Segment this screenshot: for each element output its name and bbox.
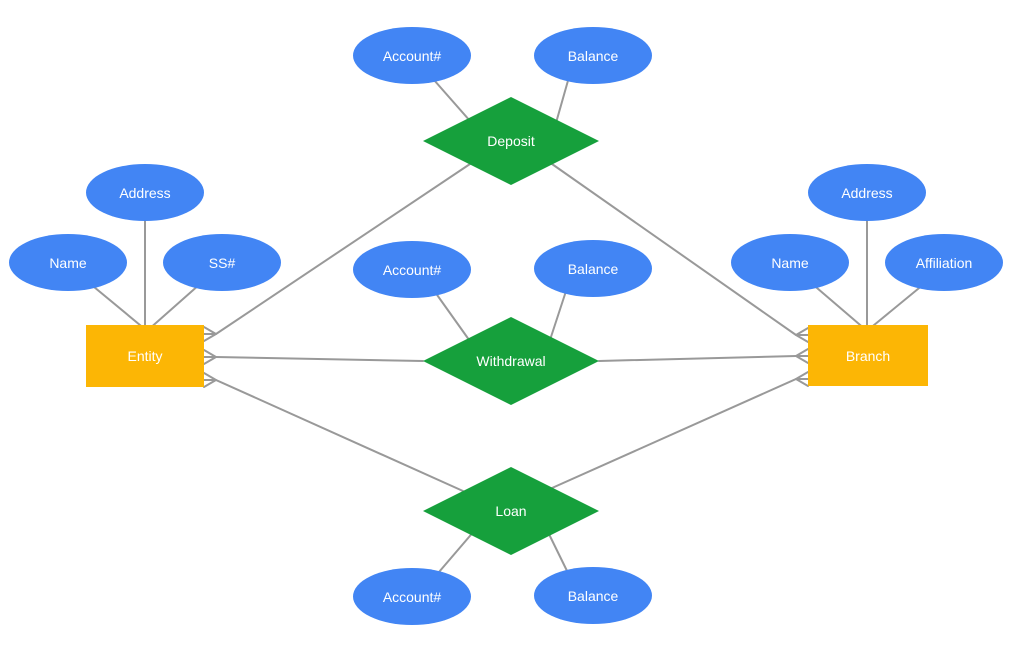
crow-foot-loan-entity <box>203 372 217 388</box>
attribute-branch-affiliation[interactable]: Affiliation <box>885 234 1003 291</box>
attribute-branch-address[interactable]: Address <box>808 164 926 221</box>
attribute-branch-name[interactable]: Name <box>731 234 849 291</box>
shape-label: Balance <box>567 587 619 604</box>
connector-deposit-entity[interactable] <box>215 163 471 335</box>
entity-branch[interactable]: Branch <box>808 325 928 386</box>
connector-deposit-branch[interactable] <box>551 163 797 336</box>
shape-label: Entity <box>127 348 163 364</box>
attribute-withdrawal-account[interactable]: Account# <box>353 241 471 298</box>
connector-loan-branch[interactable] <box>551 378 797 489</box>
shape-label: Deposit <box>487 133 535 149</box>
attribute-withdrawal-balance[interactable]: Balance <box>534 240 652 297</box>
connector-balance-withdrawal[interactable] <box>548 284 569 344</box>
attribute-deposit-account[interactable]: Account# <box>353 27 471 84</box>
shape-label: Name <box>771 254 809 271</box>
crow-foot-deposit-branch <box>795 327 809 343</box>
shape-label: Loan <box>495 503 527 519</box>
attribute-loan-account[interactable]: Account# <box>353 568 471 625</box>
connector-name-entity[interactable] <box>87 281 147 331</box>
attribute-entity-address[interactable]: Address <box>86 164 204 221</box>
shape-label: Account# <box>382 261 442 278</box>
crow-foot-withdrawal-branch <box>795 348 809 364</box>
connector-balance-loan[interactable] <box>545 527 571 578</box>
connector-withdrawal-entity[interactable] <box>215 356 424 362</box>
connector-affiliation-branch[interactable] <box>867 283 925 331</box>
shape-label: SS# <box>208 254 236 271</box>
entity-entity[interactable]: Entity <box>86 325 204 387</box>
connector-loan-entity[interactable] <box>215 379 464 492</box>
attribute-entity-name[interactable]: Name <box>9 234 127 291</box>
shape-label: Balance <box>567 260 619 277</box>
crow-foot-loan-branch <box>795 371 809 387</box>
connector-ss-entity[interactable] <box>147 283 201 331</box>
shape-label: Affiliation <box>915 254 973 271</box>
crow-foot-withdrawal-entity <box>203 349 217 365</box>
attribute-loan-balance[interactable]: Balance <box>534 567 652 624</box>
shape-label: Address <box>119 184 171 201</box>
shape-label: Account# <box>382 47 442 64</box>
shape-label: Name <box>49 254 87 271</box>
connector-name-branch[interactable] <box>809 281 867 331</box>
shape-label: Withdrawal <box>476 353 546 369</box>
shape-label: Branch <box>845 347 891 364</box>
crow-foot-deposit-entity <box>203 326 217 342</box>
shape-label: Address <box>841 184 893 201</box>
shape-label: Account# <box>382 588 442 605</box>
attribute-deposit-balance[interactable]: Balance <box>534 27 652 84</box>
connector-withdrawal-branch[interactable] <box>598 355 797 362</box>
shape-label: Balance <box>567 47 619 64</box>
attribute-entity-ss[interactable]: SS# <box>163 234 281 291</box>
